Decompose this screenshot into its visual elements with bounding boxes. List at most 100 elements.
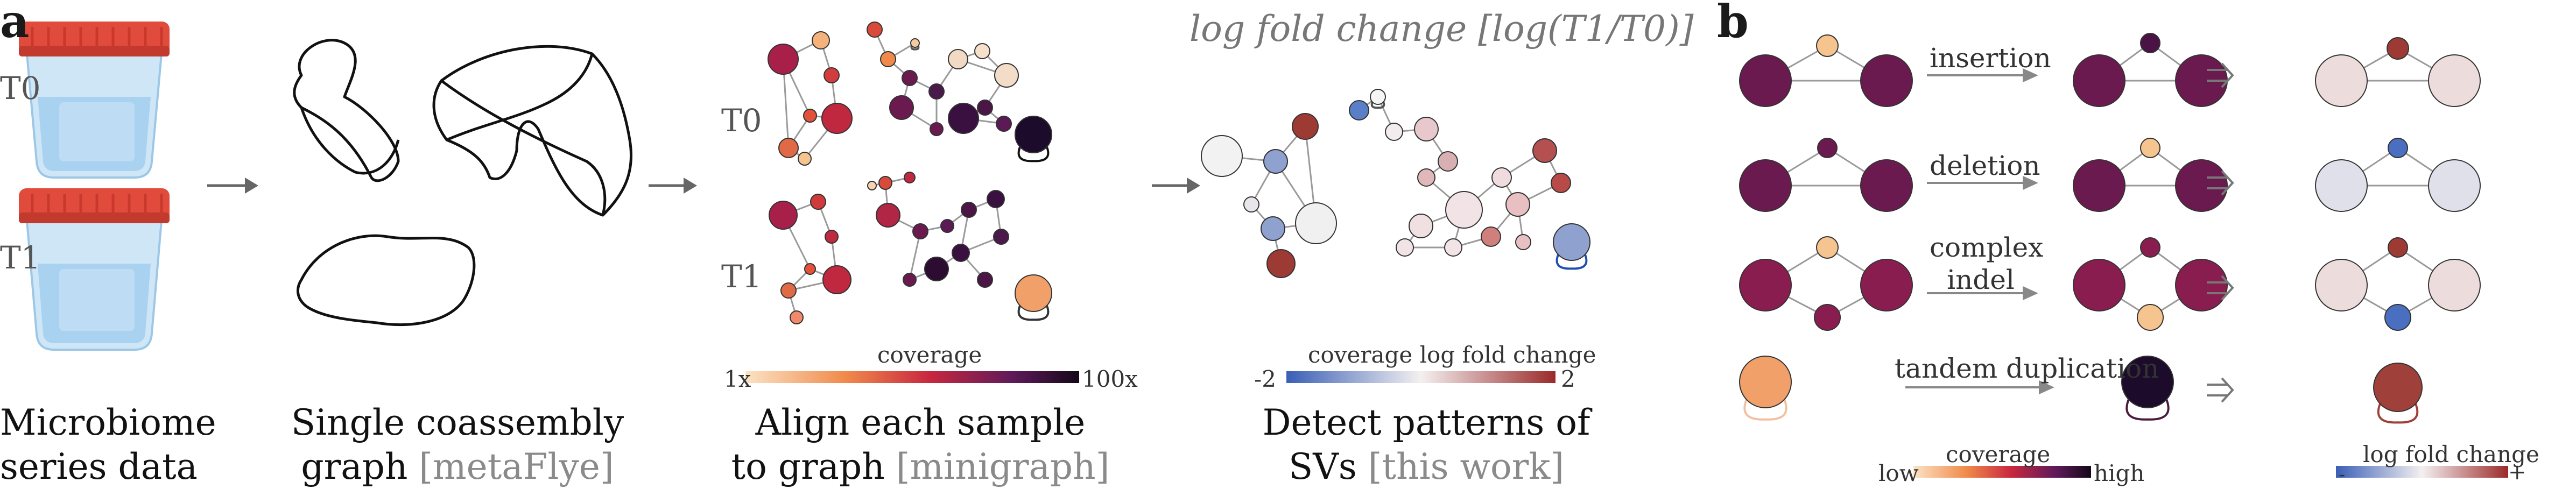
lfc-right-node [1532,138,1557,163]
lfc-right-self-loop [1370,101,1385,109]
lfc-scale-min: -2 [1254,366,1276,392]
t1-right-node [977,272,993,288]
b-complex-before-node [1816,236,1839,259]
op-arrows [1905,68,2054,395]
t1-right-node [876,203,900,228]
t0-right-node [994,63,1019,88]
b-delete-lfc-node [2388,138,2408,158]
b-delete-after-node [2073,159,2125,212]
lfc-right-node [1409,214,1433,238]
t0-right-node [930,122,944,136]
op-label-deletion: deletion [1930,150,2040,181]
caption-4-main: SVs [1289,446,1357,487]
b-insert-lfc-node [2315,54,2368,107]
caption-2-line-1: Single coassembly [291,402,624,443]
op-label-complex-line-2: indel [1947,264,2015,295]
t1-right-self-loop [1017,303,1050,321]
lfc-scale-bar [1286,371,1556,383]
lfc-right-node [1414,117,1439,141]
t1-right-node [912,223,928,239]
t0-right-node [902,70,918,86]
t1-right-node [924,257,949,281]
t0-right-node [948,49,968,69]
b-insert-before-node [1860,54,1913,107]
b-complex-lfc-node [2384,304,2411,331]
lfc-scale-title: coverage log fold change [1308,342,1596,368]
caption-step-4: Detect patterns of SVs [this work] [1254,401,1599,489]
t1-left-node [790,310,804,324]
implies-arrows [2207,62,2234,403]
op-label-tandem: tandem duplication [1895,353,2159,384]
b-delete-before-node [1739,159,1792,212]
t0-right-node [1015,116,1052,153]
sample-label-t0: T0 [0,70,41,107]
b-delete-before-node [1860,159,1913,212]
t1-left-node [804,263,816,275]
t0-right-node [910,38,920,48]
lfc-left-node [1263,149,1288,174]
sample-tube-t1 [19,188,170,351]
lfc-left-node [1201,135,1243,177]
t0-right-node [977,100,993,116]
t0-left-node [778,138,799,158]
step-arrow-2 [649,178,697,194]
b-insert-lfc-node [2428,54,2481,107]
b-insert-after-node [2140,33,2160,53]
b-insert-after-node [2073,54,2125,107]
b-complex-lfc-node [2315,259,2368,311]
t1-right-node [987,190,1005,208]
t0-right-node [880,51,896,67]
coverage-graphs [768,22,1052,324]
caption-3-line-1: Align each sample [755,402,1086,443]
caption-3-line-2: to graph [minigraph] [716,445,1125,489]
lfc-left-node [1261,216,1285,241]
step-arrow-3 [1152,178,1200,194]
t0-left-node [821,103,853,134]
caption-4-line-2: SVs [this work] [1254,445,1599,489]
coverage-scale-title: coverage [877,342,982,368]
t0-left-node [803,109,817,123]
b-coverage-scale-bar [1913,466,2091,478]
b-tandem-after-self-loop [2125,396,2170,421]
t1-left-node [810,194,826,210]
t1-right-node [961,202,977,218]
b-tandem-before-self-loop [1743,396,1787,421]
caption-2-main: graph [301,446,408,487]
b-insert-lfc-node [2387,37,2409,60]
lfc-graph [1201,89,1590,278]
op-label-complex: complex indel [1930,231,2043,296]
t0-right-node [974,43,990,59]
op-label-insertion: insertion [1930,42,2051,74]
t0-right-node [867,22,883,38]
t0-left-node [768,44,799,75]
b-complex-lfc-node [2428,259,2481,311]
lfc-right-node [1396,238,1414,257]
t0-left-node [824,67,840,83]
b-coverage-low: low [1878,460,1919,486]
t0-right-node [889,95,914,120]
t1-right-node [867,181,877,190]
lfc-right-node [1445,191,1483,229]
b-delete-before-node [1817,138,1838,158]
b-complex-after-node [2073,259,2125,311]
t1-right-node [903,273,917,287]
caption-3-main: to graph [731,446,885,487]
lfc-right-node [1349,100,1369,121]
t0-right-node [948,103,979,134]
caption-4-tool: [this work] [1368,446,1564,487]
lfc-title: log fold change [log(T1/T0)] [1190,8,1694,49]
sample-tube-t0 [19,22,170,179]
lfc-right-node [1491,167,1512,188]
b-complex-after-node [2140,237,2160,258]
step-arrow-1 [207,178,258,194]
lfc-left-node [1266,249,1296,278]
b-complex-after-node [2137,304,2164,331]
t1-right-node [952,244,970,262]
t1-right-node [940,219,954,233]
b-complex-before-node [1860,259,1913,311]
lfc-left-node [1292,113,1319,140]
lfc-right-node [1551,173,1571,193]
caption-4-line-1: Detect patterns of [1262,402,1590,443]
lfc-right-node [1481,226,1501,247]
